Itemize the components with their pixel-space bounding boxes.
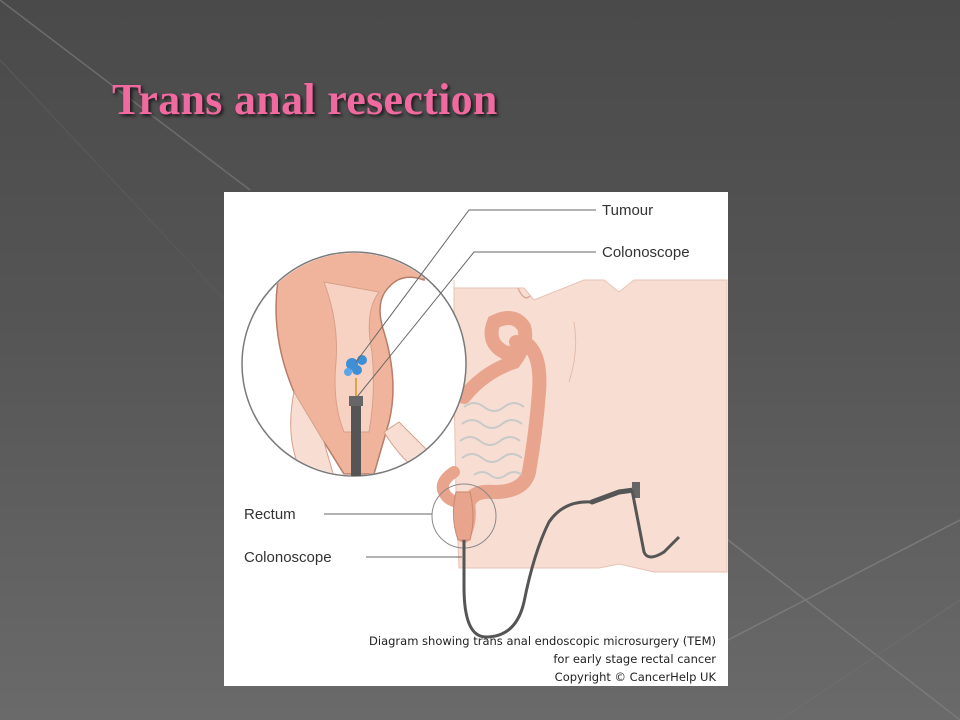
colonoscope-handle xyxy=(589,482,681,559)
slide-title: Trans anal resection xyxy=(112,75,498,124)
leader-lines xyxy=(324,209,596,558)
rectum xyxy=(452,491,474,541)
caption-line-2: for early stage rectal cancer xyxy=(553,652,716,666)
diagram-illustration: Tumour Colonoscope Rectum Colonoscope Di… xyxy=(241,202,728,684)
magnified-view xyxy=(241,251,467,477)
label-colonoscope-bottom: Colonoscope xyxy=(244,549,332,566)
label-colonoscope-top: Colonoscope xyxy=(602,244,690,261)
colonoscope-cable xyxy=(462,500,593,639)
caption-line-3: Copyright © CancerHelp UK xyxy=(555,670,717,684)
tumour-icon xyxy=(344,355,367,376)
colonoscope-tip-icon xyxy=(349,378,363,476)
label-tumour: Tumour xyxy=(602,202,653,219)
small-intestine xyxy=(459,402,525,479)
caption-line-1: Diagram showing trans anal endoscopic mi… xyxy=(369,634,716,648)
label-rectum: Rectum xyxy=(244,506,296,523)
tem-diagram: Tumour Colonoscope Rectum Colonoscope Di… xyxy=(224,192,728,686)
